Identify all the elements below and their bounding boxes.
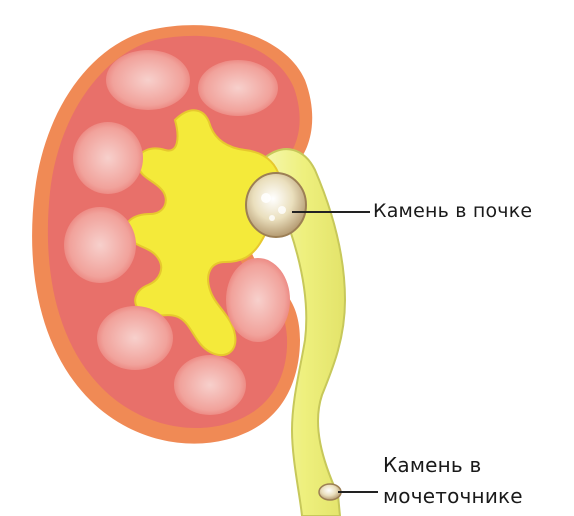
ureter-stone [319, 484, 341, 500]
label-ureter-stone: Камень в мочеточнике [383, 450, 523, 512]
label-ureter-stone-line2: мочеточнике [383, 481, 523, 512]
renal-pyramid [64, 207, 136, 283]
renal-pyramid [73, 122, 143, 194]
renal-pyramid [106, 50, 190, 110]
renal-pyramid [226, 258, 290, 342]
renal-pyramid [97, 306, 173, 370]
label-kidney-stone: Камень в почке [373, 200, 532, 222]
renal-pyramid [198, 60, 278, 116]
kidney-stone [246, 173, 306, 237]
renal-pyramid [174, 355, 246, 415]
label-ureter-stone-line1: Камень в [383, 450, 523, 481]
